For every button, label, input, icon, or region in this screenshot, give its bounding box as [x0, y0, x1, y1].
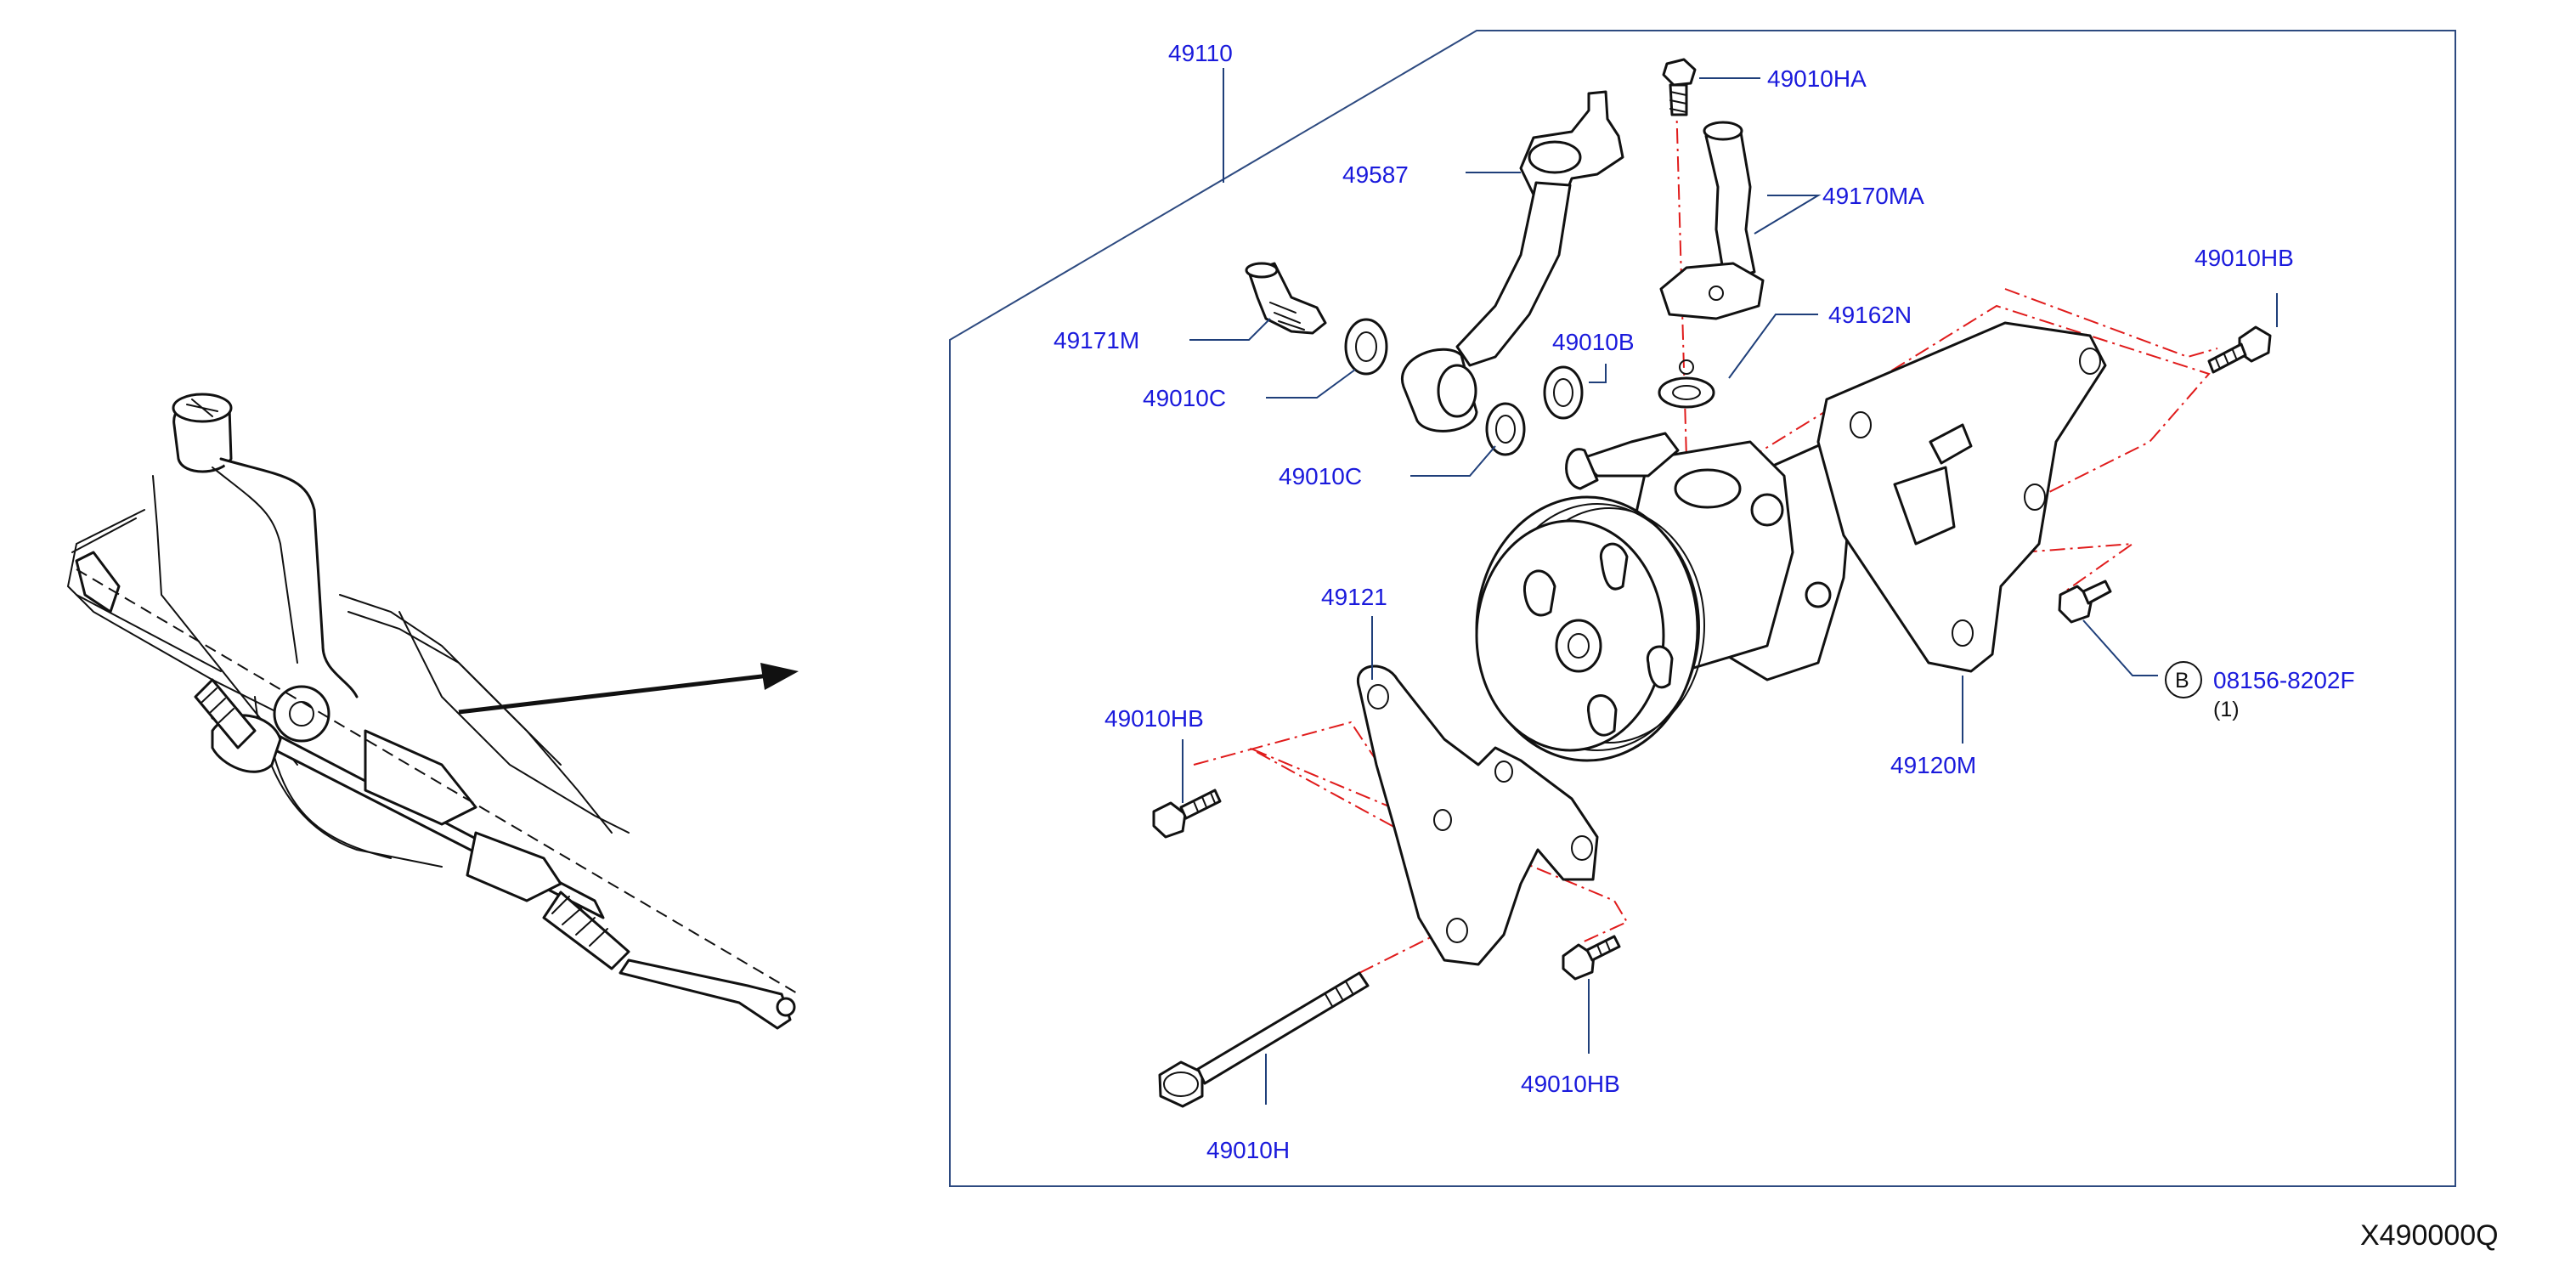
- pipe-49170MA: [1659, 121, 1765, 320]
- callout-49010HB-bottom[interactable]: 49010HB: [1521, 1071, 1620, 1097]
- callout-49587[interactable]: 49587: [1342, 161, 1409, 188]
- callout-49110[interactable]: 49110: [1168, 40, 1233, 66]
- callout-49120M[interactable]: 49120M: [1890, 752, 1976, 778]
- ref-circle-letter: B: [2175, 669, 2189, 693]
- callout-49171M[interactable]: 49171M: [1054, 327, 1139, 353]
- gasket-49162N: [1658, 359, 1715, 409]
- callout-49010H[interactable]: 49010H: [1206, 1137, 1290, 1163]
- steering-rack-overview: [66, 393, 799, 1030]
- bolt-49010H-long: [1158, 971, 1370, 1108]
- diagram-code: X490000Q: [2360, 1219, 2499, 1252]
- bolt-49010HB-right: [2207, 325, 2272, 374]
- callout-49162N[interactable]: 49162N: [1828, 302, 1912, 328]
- callout-49010HA[interactable]: 49010HA: [1767, 65, 1867, 92]
- power-steering-pump: [1475, 432, 1854, 762]
- ref-circle-icon: [2165, 661, 2202, 698]
- leader-lines: [1182, 68, 2278, 1105]
- callout-49010B[interactable]: 49010B: [1552, 329, 1635, 355]
- bolt-49010HA: [1662, 58, 1697, 116]
- callout-08156-8202F[interactable]: 08156-8202F: [2213, 667, 2355, 693]
- callout-49170MA[interactable]: 49170MA: [1822, 183, 1924, 209]
- ref-callout-08156-8202F[interactable]: B 08156-8202F (1): [2165, 661, 2355, 721]
- bolt-49010HB-bottom: [1562, 935, 1621, 981]
- callout-49010HB-left[interactable]: 49010HB: [1104, 705, 1204, 732]
- callout-qty: (1): [2213, 698, 2240, 721]
- bracket-49121: [1356, 664, 1599, 966]
- washers: [1344, 318, 1584, 456]
- connector-49171M: [1245, 262, 1327, 335]
- callout-49010C-lower[interactable]: 49010C: [1279, 463, 1362, 489]
- callout-49010C-upper[interactable]: 49010C: [1143, 385, 1226, 411]
- bracket-49587: [1400, 90, 1624, 433]
- assembly-frame: [949, 30, 2456, 1187]
- callout-49010HB-right[interactable]: 49010HB: [2195, 245, 2294, 271]
- bolt-49010HB-left: [1152, 789, 1222, 839]
- bracket-49120M: [1816, 321, 2107, 673]
- bolt-08156-8202F: [2058, 580, 2112, 624]
- callout-49121[interactable]: 49121: [1321, 584, 1387, 610]
